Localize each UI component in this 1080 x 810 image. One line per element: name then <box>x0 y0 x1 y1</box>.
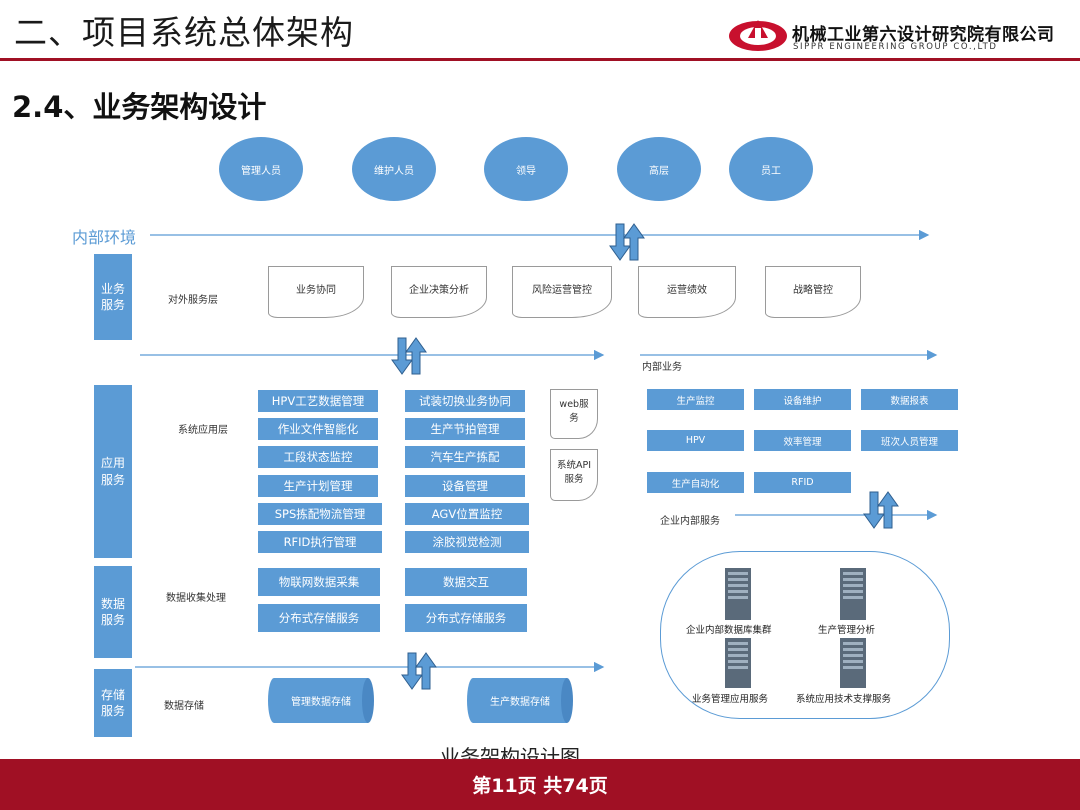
section-title: 2.4、业务架构设计 <box>12 90 267 124</box>
layer-sublabel: 数据收集处理 <box>166 593 226 604</box>
role-circle: 领导 <box>484 137 568 201</box>
enterprise-service-label: 企业内部服务 <box>660 516 720 527</box>
internal-item: 设备维护 <box>754 389 851 410</box>
diagram-caption: 业务架构设计图 <box>440 745 580 759</box>
storage-item: 管理数据存储 <box>274 678 368 723</box>
server-icons <box>725 568 866 688</box>
internal-item: 生产监控 <box>647 389 744 410</box>
internal-item: 效率管理 <box>754 430 851 451</box>
app-item: 生产计划管理 <box>258 475 378 497</box>
data-item: 分布式存储服务 <box>258 604 380 632</box>
data-item: 数据交互 <box>405 568 527 596</box>
app-item: 试装切换业务协同 <box>405 390 525 412</box>
internal-env-label: 内部环境 <box>72 228 137 247</box>
app-item: 作业文件智能化 <box>258 418 378 440</box>
layer-application: 应用服务 <box>94 385 132 558</box>
page-number: 第11页 共74页 <box>472 775 608 797</box>
internal-item: 生产自动化 <box>647 472 744 493</box>
layer-sublabel: 系统应用层 <box>178 425 228 436</box>
app-item: 工段状态监控 <box>258 446 378 468</box>
company-name-cn: 机械工业第六设计研究院有限公司 <box>792 25 1055 45</box>
layer-sublabel: 数据存储 <box>164 701 204 712</box>
layer-data: 数据服务 <box>94 566 132 658</box>
layer-storage: 存储服务 <box>94 669 132 737</box>
doc-item: 企业决策分析 <box>391 266 487 318</box>
layer-business: 业务服务 <box>94 254 132 340</box>
internal-business-label: 内部业务 <box>642 362 682 373</box>
server-label: 企业内部数据库集群 <box>686 625 772 636</box>
role-circle: 管理人员 <box>219 137 303 201</box>
storage-item: 生产数据存储 <box>473 678 567 723</box>
doc-item: 风险运营管控 <box>512 266 612 318</box>
app-item: RFID执行管理 <box>258 531 382 553</box>
company-logo-icon <box>728 16 788 54</box>
app-item: SPS拣配物流管理 <box>258 503 382 525</box>
page-title: 二、项目系统总体架构 <box>14 13 354 52</box>
layer-sublabel: 对外服务层 <box>168 295 218 306</box>
web-service-doc: web服务 <box>550 389 598 439</box>
role-circle: 员工 <box>729 137 813 201</box>
server-cluster <box>660 551 950 719</box>
app-item: 汽车生产拣配 <box>405 446 525 468</box>
doc-item: 业务协同 <box>268 266 364 318</box>
db-cylinder-end <box>561 678 573 723</box>
db-cylinder-end <box>362 678 374 723</box>
role-circle: 高层 <box>617 137 701 201</box>
app-item: 设备管理 <box>405 475 525 497</box>
internal-item: RFID <box>754 472 851 493</box>
doc-item: 运营绩效 <box>638 266 736 318</box>
internal-item: 班次人员管理 <box>861 430 958 451</box>
internal-item: 数据报表 <box>861 389 958 410</box>
role-circle: 维护人员 <box>352 137 436 201</box>
header-divider <box>0 58 1080 61</box>
app-item: AGV位置监控 <box>405 503 529 525</box>
flow-arrows <box>135 223 938 690</box>
app-item: 涂胶视觉检测 <box>405 531 529 553</box>
company-name-en: SIPPR ENGINEERING GROUP CO.,LTD <box>793 42 998 52</box>
server-label: 系统应用技术支撑服务 <box>796 694 892 705</box>
data-item: 物联网数据采集 <box>258 568 380 596</box>
data-item: 分布式存储服务 <box>405 604 527 632</box>
doc-item: 战略管控 <box>765 266 861 318</box>
api-service-doc: 系统API服务 <box>550 449 598 501</box>
internal-item: HPV <box>647 430 744 451</box>
server-label: 业务管理应用服务 <box>692 694 769 705</box>
server-label: 生产管理分析 <box>818 625 876 636</box>
app-item: 生产节拍管理 <box>405 418 525 440</box>
app-item: HPV工艺数据管理 <box>258 390 378 412</box>
footer-bar <box>0 759 1080 810</box>
